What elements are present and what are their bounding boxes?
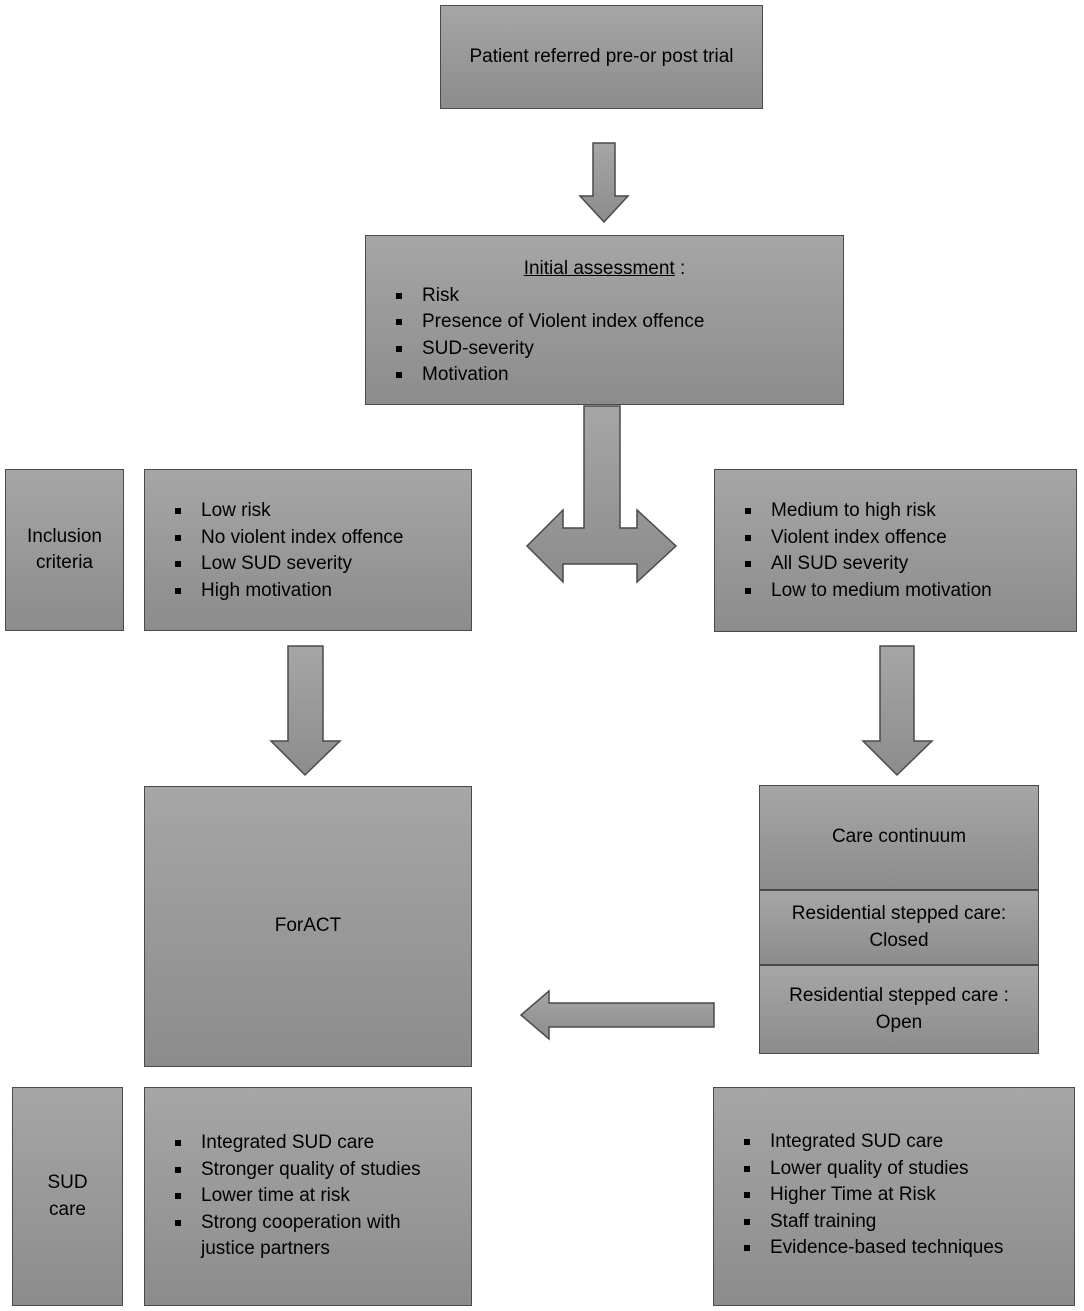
open-line2: Open xyxy=(875,1011,923,1033)
initial-assessment-box: Initial assessment : Risk Presence of Vi… xyxy=(365,235,844,405)
arrow-left-to-foract xyxy=(519,989,715,1041)
care-continuum-label: Care continuum xyxy=(831,826,967,848)
residential-closed-box: Residential stepped care: Closed xyxy=(759,890,1039,965)
list-item: No violent index offence xyxy=(173,525,471,552)
list-item: Lower time at risk xyxy=(173,1183,451,1210)
list-item: High motivation xyxy=(173,578,471,605)
assessment-list: Risk Presence of Violent index offence S… xyxy=(394,283,843,389)
high-risk-criteria-box: Medium to high risk Violent index offenc… xyxy=(714,469,1077,632)
assessment-title: Initial assessment xyxy=(523,258,675,279)
list-item: SUD-severity xyxy=(394,336,843,363)
assessment-title-suffix: : xyxy=(674,258,686,279)
closed-line1: Residential stepped care: xyxy=(791,903,1007,924)
list-item: All SUD severity xyxy=(743,551,1076,578)
list-item: Lower quality of studies xyxy=(742,1156,1074,1183)
residential-open-box: Residential stepped care : Open xyxy=(759,965,1039,1054)
arrow-down-to-foract xyxy=(269,645,342,777)
high-risk-criteria-list: Medium to high risk Violent index offenc… xyxy=(743,498,1076,604)
foract-label: ForACT xyxy=(274,915,342,937)
list-item: Medium to high risk xyxy=(743,498,1076,525)
split-double-arrow xyxy=(525,405,678,584)
arrow-down-to-care-continuum xyxy=(861,645,934,777)
referral-box: Patient referred pre-or post trial xyxy=(440,5,763,109)
inclusion-criteria-label: Inclusion criteria xyxy=(5,469,124,631)
foract-outcomes-box: Integrated SUD care Stronger quality of … xyxy=(144,1087,472,1306)
inclusion-label-line1: Inclusion xyxy=(27,525,102,547)
list-item: Integrated SUD care xyxy=(742,1129,1074,1156)
list-item: Low SUD severity xyxy=(173,551,471,578)
foract-outcomes-list: Integrated SUD care Stronger quality of … xyxy=(173,1130,451,1263)
inclusion-label-line2: criteria xyxy=(35,552,93,573)
list-item: Violent index offence xyxy=(743,525,1076,552)
list-item: Low to medium motivation xyxy=(743,578,1076,605)
list-item: Higher Time at Risk xyxy=(742,1182,1074,1209)
open-line1: Residential stepped care : xyxy=(789,985,1009,1006)
list-item: Integrated SUD care xyxy=(173,1130,451,1157)
closed-line2: Closed xyxy=(869,929,929,951)
list-item: Risk xyxy=(394,283,843,310)
list-item: Evidence-based techniques xyxy=(742,1235,1074,1262)
list-item: Strong cooperation with justice partners xyxy=(173,1210,451,1263)
list-item: Stronger quality of studies xyxy=(173,1157,451,1184)
sud-care-label: SUD care xyxy=(12,1087,123,1306)
list-item: Motivation xyxy=(394,362,843,389)
list-item: Staff training xyxy=(742,1209,1074,1236)
low-risk-criteria-list: Low risk No violent index offence Low SU… xyxy=(173,498,471,604)
residential-outcomes-box: Integrated SUD care Lower quality of stu… xyxy=(713,1087,1075,1306)
list-item: Low risk xyxy=(173,498,471,525)
list-item: Presence of Violent index offence xyxy=(394,309,843,336)
residential-outcomes-list: Integrated SUD care Lower quality of stu… xyxy=(742,1129,1074,1262)
sud-care-line1: SUD xyxy=(47,1172,88,1193)
care-continuum-box: Care continuum xyxy=(759,785,1039,890)
referral-text: Patient referred pre-or post trial xyxy=(469,45,734,67)
low-risk-criteria-box: Low risk No violent index offence Low SU… xyxy=(144,469,472,631)
foract-box: ForACT xyxy=(144,786,472,1067)
arrow-down-to-assessment xyxy=(578,142,630,224)
sud-care-line2: care xyxy=(49,1198,86,1220)
